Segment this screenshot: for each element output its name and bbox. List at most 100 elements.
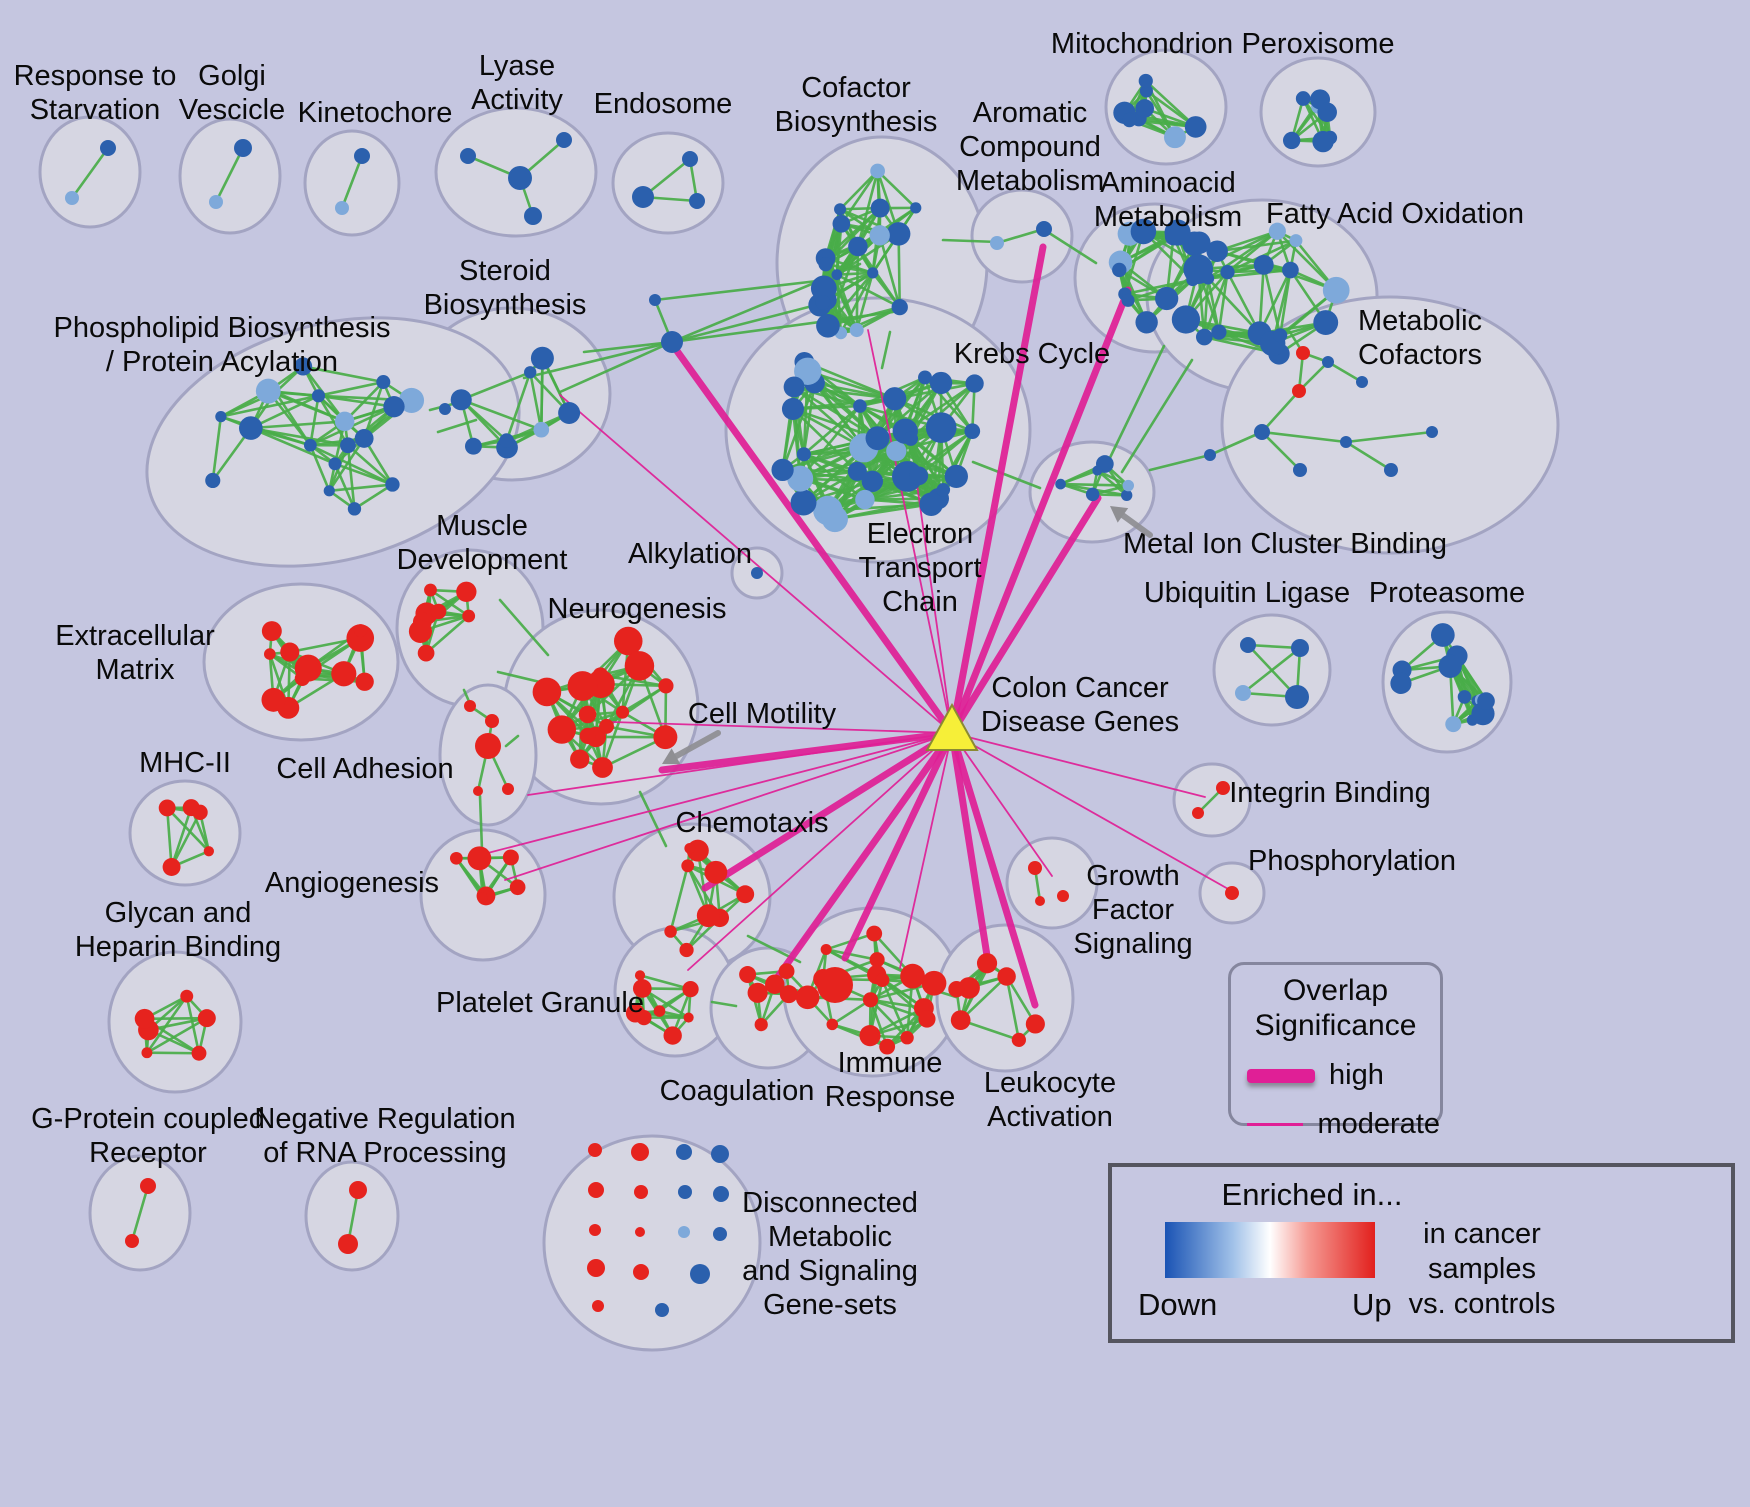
label-line: Response to — [14, 60, 177, 92]
gene-set-node — [1085, 487, 1100, 502]
enrichment-edge — [1260, 389, 1301, 434]
annotation-arrow-metal-ion-cluster-binding — [1119, 512, 1153, 538]
enrichment-edge — [436, 418, 478, 434]
gene-set-node — [696, 904, 720, 928]
gene-set-node — [879, 1038, 896, 1055]
enrichment-edge — [1260, 430, 1302, 472]
label-line: Metabolic — [1358, 305, 1482, 337]
enrichment-edge — [1344, 440, 1393, 472]
enrichment-edge — [881, 978, 909, 1040]
enrichment-edge — [1344, 430, 1434, 444]
gene-set-node — [1092, 465, 1103, 476]
label-line: Activation — [987, 1101, 1113, 1133]
cluster-region-endosome — [611, 131, 725, 235]
label-line: Lyase — [479, 50, 555, 82]
gene-set-node — [125, 1234, 139, 1248]
gene-set-node — [661, 331, 683, 353]
cluster-region-growth-factor-signaling — [1005, 836, 1099, 930]
gene-set-node — [485, 714, 499, 728]
label-line: Extracellular — [55, 620, 215, 652]
gene-set-node — [340, 437, 356, 454]
enrichment-edge — [327, 437, 366, 493]
enrichment-edge — [792, 385, 879, 440]
gene-set-node — [634, 970, 646, 981]
gene-set-node — [439, 403, 451, 415]
gene-set-node — [883, 387, 907, 411]
cluster-label-mitochondrion: Mitochondrion — [1051, 28, 1233, 60]
gene-set-node — [1112, 262, 1127, 278]
gene-set-node — [450, 389, 472, 411]
gene-set-node — [533, 421, 550, 438]
gene-set-node — [739, 966, 757, 983]
gene-set-node — [215, 410, 227, 423]
enrichment-edge — [670, 300, 830, 344]
layer-overlap — [479, 243, 1231, 1009]
gene-set-node — [636, 1009, 652, 1026]
gene-set-node — [664, 925, 677, 938]
gene-set-node — [1356, 376, 1368, 388]
label-line: Fatty Acid Oxidation — [1266, 198, 1524, 230]
gene-set-node — [1457, 690, 1472, 704]
overlap-edge-moderate — [527, 732, 953, 796]
gene-set-node — [424, 583, 437, 597]
cluster-label-chemotaxis: Chemotaxis — [675, 807, 828, 839]
enrichment-edge — [424, 614, 470, 655]
cluster-label-angiogenesis: Angiogenesis — [265, 867, 439, 899]
enrichment-edge — [309, 394, 320, 447]
gene-set-node — [1273, 328, 1288, 343]
enrichment-edge — [802, 452, 867, 501]
enrichment-edge — [317, 394, 350, 447]
enrichment-edge — [528, 370, 543, 432]
gene-set-node — [567, 671, 598, 701]
label-line: of RNA Processing — [263, 1137, 506, 1169]
cluster-label-proteasome: Proteasome — [1369, 577, 1525, 609]
moderate-significance-row: moderate — [1231, 1108, 1440, 1141]
gene-set-node — [354, 148, 370, 164]
label-line: Chemotaxis — [675, 807, 828, 839]
enrichment-edge — [869, 998, 929, 1021]
gene-set-node — [1155, 286, 1179, 311]
gene-set-node — [264, 648, 276, 660]
enrichment-edge — [791, 407, 859, 473]
enrichment-edge — [504, 734, 520, 748]
gene-set-node — [765, 974, 785, 995]
enrichment-down-label: Down — [1138, 1287, 1218, 1322]
gene-set-node — [1011, 1032, 1026, 1047]
layer-nodes — [65, 73, 1495, 1317]
cluster-label-ubiquitin-ligase: Ubiquitin Ligase — [1144, 577, 1350, 609]
gene-set-node — [794, 357, 822, 385]
gene-set-node — [323, 485, 335, 497]
gene-set-node — [964, 423, 981, 440]
gene-set-node — [783, 376, 805, 398]
enrichment-edge — [1217, 270, 1229, 334]
gene-set-node — [1268, 222, 1286, 240]
annotation-arrowhead-cell-motility — [662, 748, 681, 765]
gene-set-node — [100, 140, 116, 156]
gene-set-node — [1426, 426, 1438, 438]
overlap-edge-high — [948, 729, 992, 966]
gene-set-node — [820, 943, 832, 955]
enrichment-edge — [1059, 469, 1099, 486]
gene-set-node — [682, 151, 698, 167]
label-line: Muscle — [436, 510, 528, 542]
gene-set-node — [460, 148, 476, 164]
label-line: Aminoacid — [1100, 167, 1235, 199]
gene-set-node — [796, 447, 811, 462]
overlap-legend-title-line2: Significance — [1254, 1009, 1417, 1042]
label-line: Colon Cancer — [991, 672, 1169, 704]
gene-set-node — [921, 970, 947, 996]
gene-set-node — [475, 733, 501, 759]
gene-set-node — [958, 977, 980, 999]
gene-set-node — [678, 1185, 692, 1199]
enrichment-edge — [170, 806, 193, 869]
gene-set-node — [1240, 637, 1256, 653]
gene-set-node — [547, 715, 577, 744]
gene-set-node — [588, 1182, 604, 1198]
gene-set-node — [754, 1017, 768, 1032]
label-line: Glycan and — [105, 897, 252, 929]
gene-set-node — [182, 799, 200, 817]
